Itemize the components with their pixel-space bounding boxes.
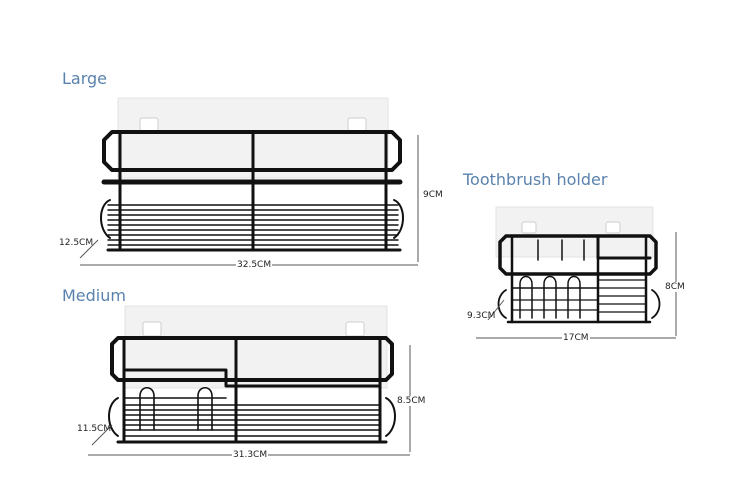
toothbrush-basket-slats [511, 279, 647, 313]
medium-depth-line [91, 424, 113, 446]
medium-adhesive-plate [124, 305, 388, 389]
medium-title: Medium [62, 286, 126, 305]
toothbrush-left-hook [521, 221, 537, 234]
toothbrush-holder-title: Toothbrush holder [463, 170, 608, 189]
large-basket-frame [100, 130, 404, 252]
large-width-label: 32.5CM [236, 260, 273, 270]
toothbrush-height-label: 8CM [664, 282, 686, 292]
large-depth-label: 12.5CM [59, 238, 94, 248]
large-left-hook [139, 117, 159, 133]
large-title: Large [62, 69, 108, 88]
large-depth-line [79, 239, 99, 259]
medium-shelf-illustration [88, 305, 411, 456]
large-right-hook [347, 117, 367, 133]
toothbrush-width-label: 17CM [562, 333, 590, 343]
toothbrush-depth-label: 9.3CM [467, 311, 496, 321]
large-height-label: 9CM [423, 190, 443, 200]
medium-basket-slats [123, 404, 381, 437]
medium-height-label: 8.5CM [396, 396, 427, 406]
toothbrush-holder-illustration [476, 206, 677, 339]
medium-depth-label: 11.5CM [77, 424, 112, 434]
medium-right-hook [345, 321, 365, 337]
medium-left-hook [142, 321, 162, 337]
toothbrush-depth-line [487, 299, 505, 321]
toothbrush-slot-loops [511, 239, 599, 319]
medium-loop-compartment [123, 386, 227, 431]
medium-width-label: 31.3CM [232, 450, 269, 460]
large-basket-slats [107, 204, 399, 246]
large-shelf-illustration [79, 97, 419, 266]
toothbrush-adhesive-plate [495, 206, 654, 258]
toothbrush-basket-frame [497, 234, 661, 324]
toothbrush-right-hook [605, 221, 621, 234]
